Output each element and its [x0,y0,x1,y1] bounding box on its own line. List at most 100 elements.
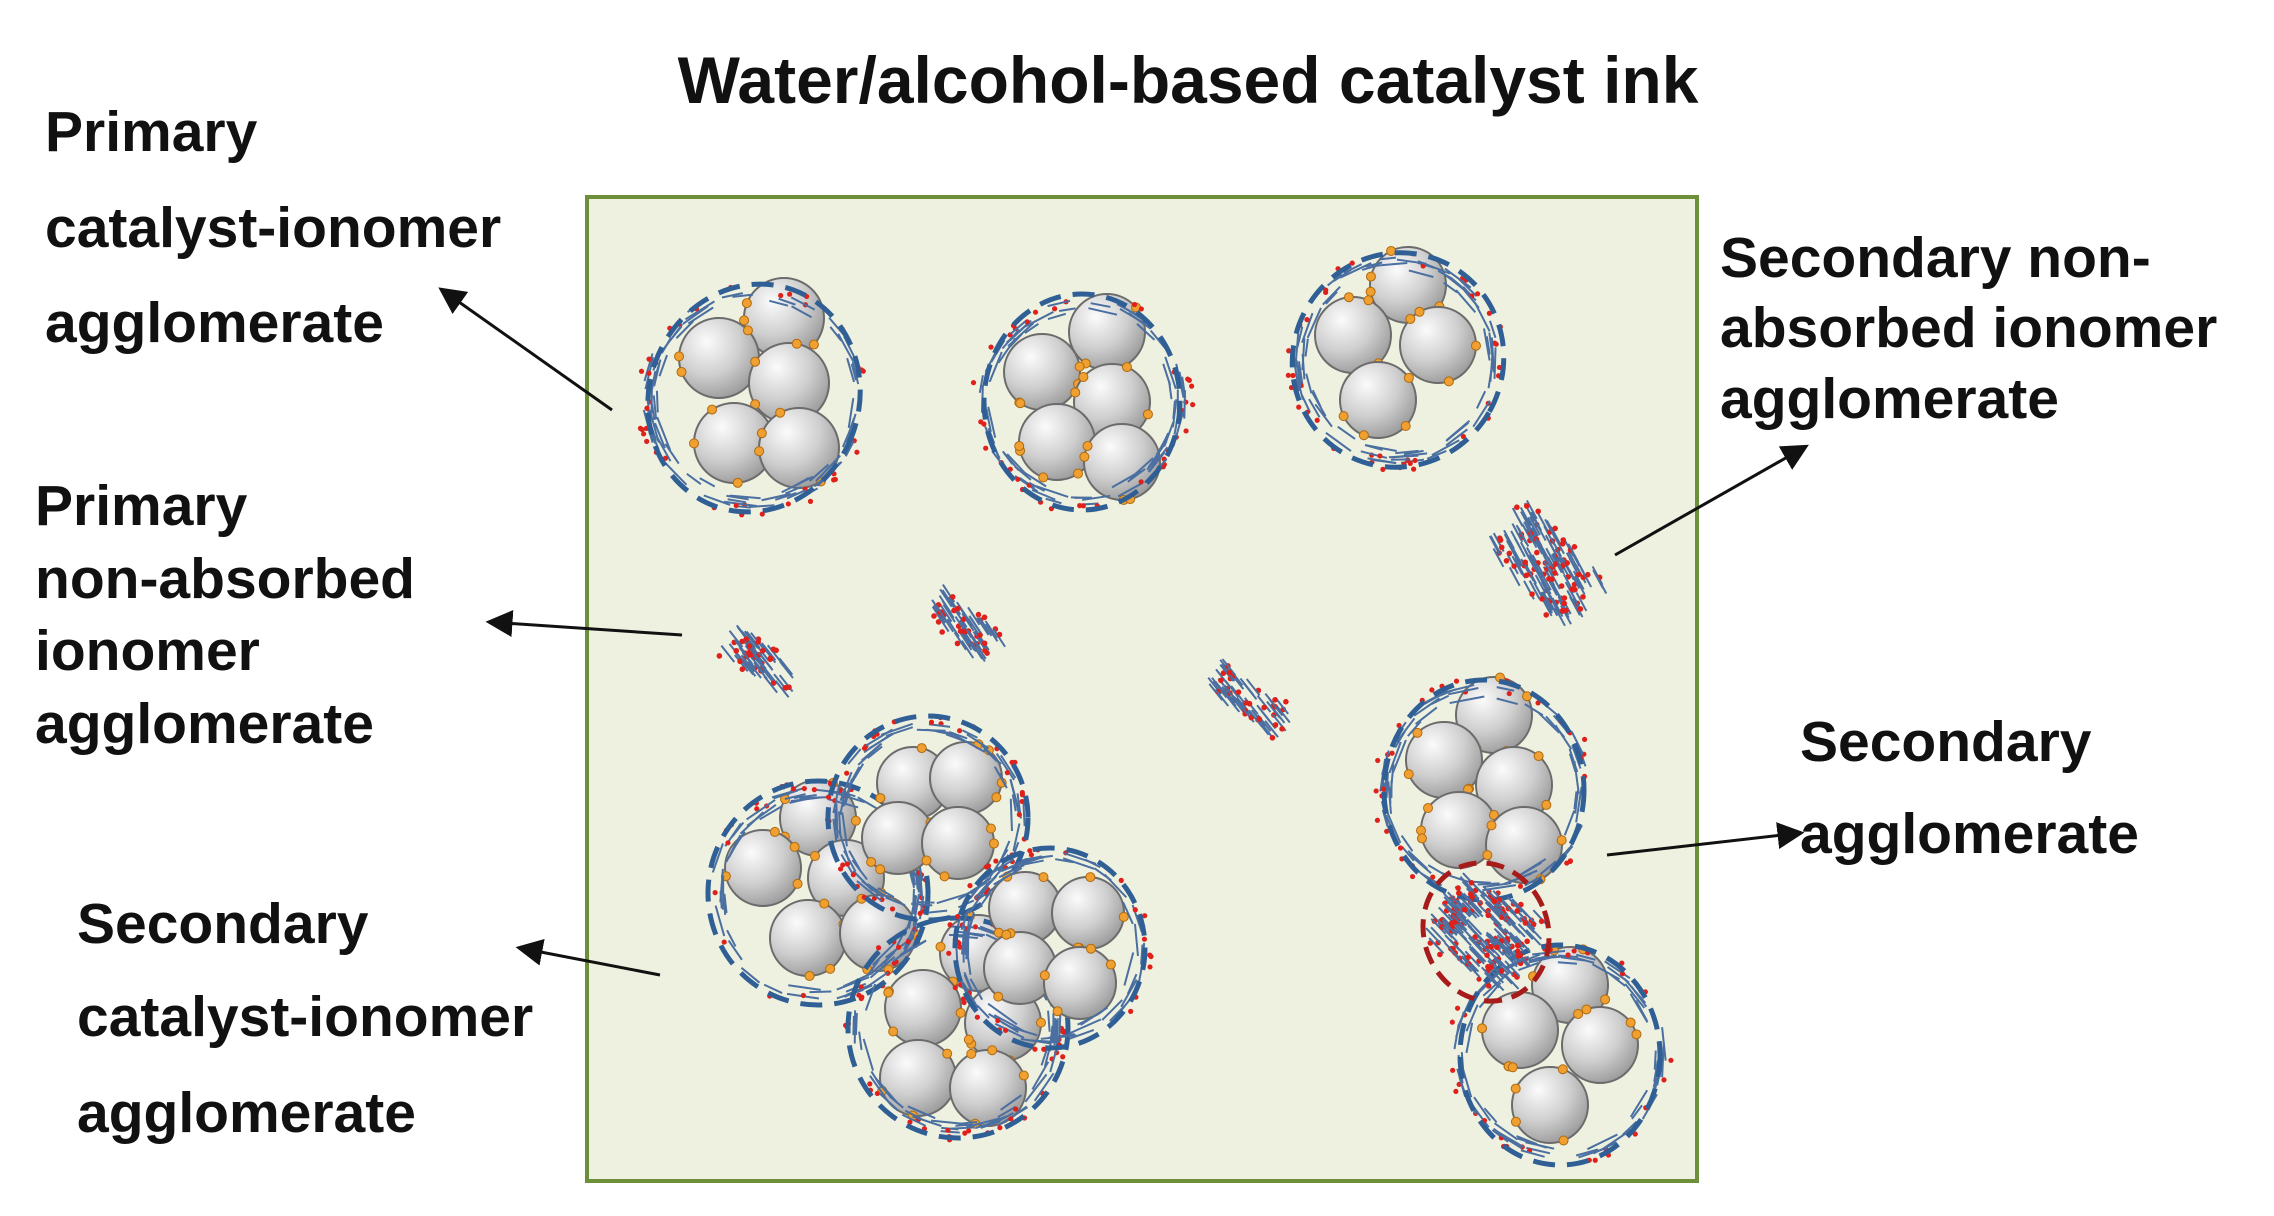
ionomer-sidechain-dot [1019,789,1025,796]
ionomer-chain [1479,894,1496,911]
ionomer-sidechain-dot [1584,571,1591,578]
ionomer-node [1365,271,1376,282]
ionomer-chain [976,1004,990,1019]
ionomer-sidechain-dot [850,872,856,878]
ionomer-sidechain-dot [787,291,793,297]
ionomer-chain [1448,687,1479,696]
ionomer-sidechain-dot [1503,558,1510,564]
ionomer-chain [877,887,895,898]
ionomer-sidechain-dot [1571,544,1578,550]
ionomer-sidechain-dot [1290,372,1296,379]
ionomer-chain [1120,979,1138,1008]
ionomer-chain [1444,942,1460,959]
ionomer-chain [721,889,727,915]
ionomer-chain [669,325,683,341]
arrow-primary-non-absorbed [485,610,683,637]
ionomer-chain [1077,1016,1093,1026]
ionomer-node [955,1007,966,1018]
ionomer-sidechain-dot [1575,571,1582,578]
ionomer-chain [1459,876,1476,893]
ionomer-chain [1400,835,1414,852]
secondary-ionomer-agglomerate [1488,500,1608,627]
ionomer-chain [778,657,794,676]
ionomer-node [1541,799,1552,810]
ionomer-sidechain-dot [875,945,882,951]
ionomer-sidechain-dot [825,794,832,800]
ionomer-sidechain-dot [767,655,774,662]
ionomer-node [939,871,950,882]
ionomer-node [741,298,752,309]
ionomer-node [1412,727,1423,738]
ionomer-sidechain-dot [646,356,652,362]
ionomer-chain [1014,465,1032,481]
ionomer-sidechain-dot [1523,503,1530,509]
ionomer-chain [1540,955,1562,960]
ionomer-node [756,428,767,439]
ionomer-node [866,856,877,867]
ionomer-chain [889,1095,904,1109]
ionomer-sidechain-dot [1013,1106,1019,1112]
ionomer-chain [1540,591,1553,611]
ionomer-chain [1511,546,1524,567]
ionomer-chain [1631,1104,1643,1120]
ionomer-chain [1452,906,1469,924]
ionomer-sidechain-dot [981,640,988,647]
secondary-ionomer-boundary [1420,860,1552,1004]
ionomer-node [676,366,687,377]
ionomer-chain [978,375,984,393]
ionomer-node [1416,833,1427,844]
ionomer-chain [1570,731,1584,755]
arrow-primary-catalyst-ionomer [438,287,613,412]
ionomer-chain [682,305,709,325]
ionomer-chain [1572,570,1585,590]
ionomer-sidechain-dot [1380,786,1387,792]
ionomer-sidechain-dot [867,1081,873,1087]
ionomer-chain [1343,263,1363,274]
ionomer-sidechain-dot [1183,428,1189,434]
ionomer-chain [1528,555,1541,575]
ionomer-chain [1493,347,1497,379]
ionomer-chain [1372,261,1408,267]
ionomer-chain [1476,390,1487,409]
ionomer-sidechain-dot [1374,817,1381,823]
ionomer-node [1365,286,1376,297]
ionomer-node [875,793,886,804]
ionomer-sidechain-dot [975,611,982,618]
ionomer-chain [1007,322,1035,347]
ionomer-sidechain-dot [1077,503,1083,509]
ionomer-chain [1248,709,1263,728]
ionomer-node [987,1045,998,1056]
ionomer-sidechain-dot [1304,317,1310,323]
agglomerate-boundary [981,291,1183,513]
ionomer-chain [1403,449,1424,456]
catalyst-ionomer-agglomerate [1449,942,1674,1168]
catalyst-particle [1511,1066,1589,1144]
ionomer-node [1074,361,1085,372]
ionomer-chain [1524,550,1537,570]
ionomer-sidechain-dot [1131,301,1138,308]
ionomer-sidechain-dot [638,368,645,374]
ionomer-chain [1266,700,1281,719]
ionomer-node [1581,1004,1592,1015]
ionomer-chain [1443,281,1458,294]
ionomer-chain [996,1112,1014,1123]
ionomer-chain [965,1117,1001,1129]
ionomer-chain [1466,918,1483,936]
ionomer-chain [1230,695,1246,714]
ionomer-chain [1123,952,1135,986]
ionomer-sidechain-dot [1296,404,1302,410]
ionomer-sidechain-dot [1506,550,1513,557]
ionomer-sidechain-dot [946,950,952,956]
ionomer-node [1558,1135,1569,1146]
ionomer-chain [1294,333,1300,370]
agglomerate-boundary [705,778,931,1008]
ionomer-sidechain-dot [725,840,731,846]
ionomer-chain [1304,338,1309,357]
ionomer-sidechain-dot [1580,594,1586,600]
ionomer-chain [1503,529,1515,550]
ionomer-node [1078,372,1089,383]
ionomer-node [1631,1029,1642,1040]
ionomer-node [1405,313,1416,324]
catalyst-ionomer-agglomerate [946,845,1154,1052]
